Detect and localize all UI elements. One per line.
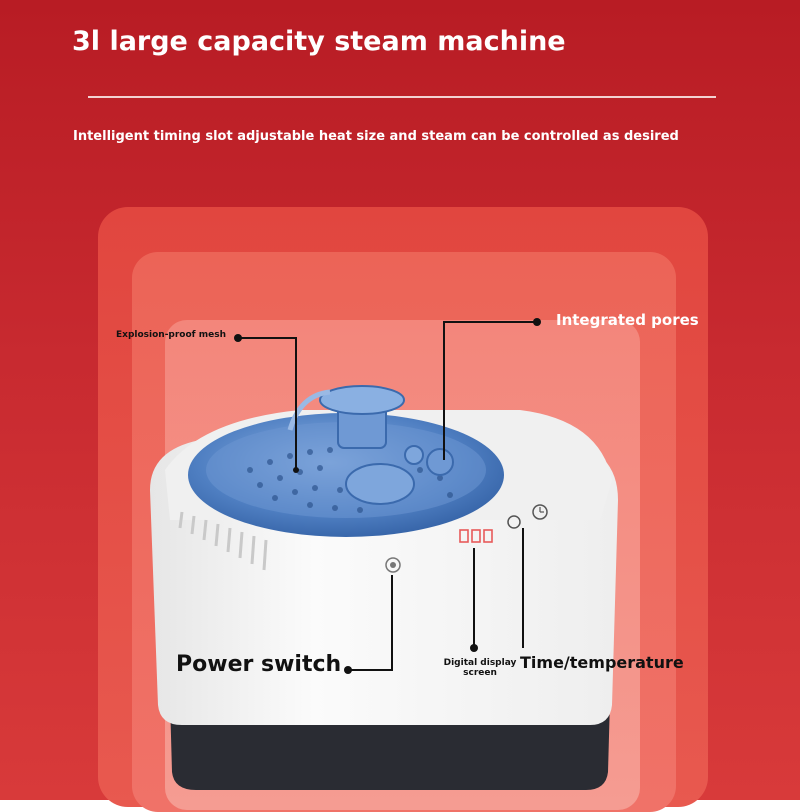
callout-line-power <box>348 575 393 671</box>
display-digits <box>459 529 493 543</box>
power-icon <box>385 557 401 573</box>
clock-icon <box>532 504 548 520</box>
callout-explosion-proof-mesh: Explosion-proof mesh <box>116 330 226 340</box>
callout-power-switch: Power switch <box>176 652 342 677</box>
callout-digital-display-line2: screen <box>463 668 497 678</box>
page-subtitle: Intelligent timing slot adjustable heat … <box>73 129 679 144</box>
callout-line-mesh <box>238 337 297 470</box>
callout-digital-display: Digital display screen <box>442 658 518 678</box>
lid-knob <box>345 463 415 505</box>
side-vents <box>178 511 268 571</box>
callout-integrated-pores: Integrated pores <box>556 311 699 329</box>
mesh-holes <box>247 447 453 513</box>
page-title: 3l large capacity steam machine <box>72 26 566 57</box>
title-divider <box>88 96 716 98</box>
steam-icon <box>507 515 521 529</box>
callout-time-temperature: Time/temperature <box>520 653 684 672</box>
callout-digital-display-line1: Digital display <box>443 658 517 668</box>
steam-tube <box>287 389 331 431</box>
pore-fitting <box>426 448 454 476</box>
callout-line-pores <box>443 321 537 460</box>
